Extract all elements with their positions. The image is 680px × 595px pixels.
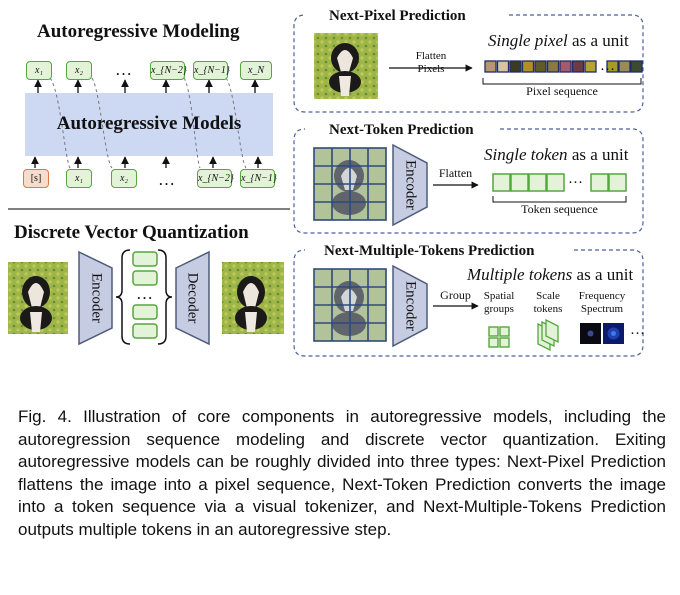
token-seq-ellipsis: … xyxy=(568,171,583,187)
pixel-cell xyxy=(618,60,631,73)
output-token: x_N xyxy=(240,61,272,80)
input-ellipsis: … xyxy=(158,170,175,189)
scale-tokens-label: Scale tokens xyxy=(533,290,563,315)
input-dog-image xyxy=(8,262,68,334)
pixel-cell xyxy=(630,60,643,73)
token-sequence xyxy=(492,173,627,192)
figure-caption: Fig. 4. Illustration of core components … xyxy=(18,407,666,539)
codebook-right-brace xyxy=(157,249,173,345)
multi-grid-image xyxy=(313,268,387,342)
vq-title: Discrete Vector Quantization xyxy=(14,222,249,243)
codebook-entries xyxy=(132,251,158,339)
vq-decoder-label: Decoder xyxy=(184,272,201,324)
multi-ellipsis: … xyxy=(630,322,645,338)
pixel-panel-title: Next-Pixel Prediction xyxy=(329,8,466,24)
spatial-groups-label: Spatial groups xyxy=(483,290,515,315)
group-label: Group xyxy=(440,288,471,302)
pixel-unit-label: Single pixel as a unit xyxy=(488,31,629,50)
pixel-seq-ellipsis: … xyxy=(600,58,615,74)
start-token: [s] xyxy=(23,169,49,188)
frequency-spectrum-icon xyxy=(580,323,624,344)
scale-tokens-icon xyxy=(537,318,559,352)
pixel-cell xyxy=(496,60,510,73)
token-seq-label: Token sequence xyxy=(521,202,598,216)
pixel-sequence xyxy=(484,60,643,73)
input-token: x_{N−2} xyxy=(197,169,234,188)
output-token: x₁ xyxy=(26,61,52,80)
reconstructed-dog-image xyxy=(222,262,284,334)
pixel-cell xyxy=(484,60,497,73)
pixel-cell xyxy=(534,60,547,73)
shift-links xyxy=(49,77,247,169)
output-token: x_{N−2} xyxy=(150,61,187,80)
ar-model-label: Autoregressive Models xyxy=(56,113,242,134)
output-token: x₂ xyxy=(66,61,92,80)
token-panel-title: Next-Token Prediction xyxy=(329,122,474,138)
frequency-spectrum-label: Frequency Spectrum xyxy=(578,290,626,315)
pixel-dog-image xyxy=(314,33,378,99)
pixel-cell xyxy=(546,60,560,73)
token-unit-label: Single token as a unit xyxy=(484,145,629,164)
pixel-cell xyxy=(606,60,619,73)
multi-unit-label: Multiple tokens as a unit xyxy=(467,265,634,284)
ar-model-block xyxy=(25,93,273,156)
token-seq-bracket xyxy=(492,196,627,203)
pixel-cell xyxy=(509,60,522,73)
pixel-seq-label: Pixel sequence xyxy=(526,84,598,98)
output-ellipsis: … xyxy=(115,60,132,79)
token-encoder-label: Encoder xyxy=(402,160,419,210)
token-panel-border xyxy=(293,128,644,234)
input-token: x_{N−1} xyxy=(240,169,277,188)
multi-panel-title: Next-Multiple-Tokens Prediction xyxy=(324,243,535,259)
vq-encoder-shape xyxy=(78,250,113,346)
flatten-pixels-label: Flatten Pixels xyxy=(415,50,447,75)
pixel-cell xyxy=(571,60,585,73)
vq-encoder-label: Encoder xyxy=(88,273,105,323)
spatial-groups-icon xyxy=(488,326,510,348)
pixel-cell xyxy=(559,60,572,73)
vq-decoder-shape xyxy=(175,250,210,346)
input-arrows xyxy=(31,156,262,168)
codebook-left-brace xyxy=(115,249,131,345)
pixel-seq-bracket xyxy=(482,78,642,85)
pixel-cell xyxy=(521,60,535,73)
token-encoder-shape xyxy=(392,143,428,227)
multi-panel-border xyxy=(293,249,644,357)
token-grid-image xyxy=(313,147,387,221)
input-token: x₂ xyxy=(111,169,137,188)
input-token: x₁ xyxy=(66,169,92,188)
output-token: x_{N−1} xyxy=(193,61,230,80)
pixel-panel-border xyxy=(293,14,644,113)
ar-title: Autoregressive Modeling xyxy=(37,21,240,42)
multi-encoder-shape xyxy=(392,264,428,348)
pixel-cell xyxy=(584,60,597,73)
codebook-ellipsis: … xyxy=(136,284,153,303)
output-arrows xyxy=(34,79,259,93)
flatten-label: Flatten xyxy=(438,166,473,180)
multi-encoder-label: Encoder xyxy=(402,281,419,331)
